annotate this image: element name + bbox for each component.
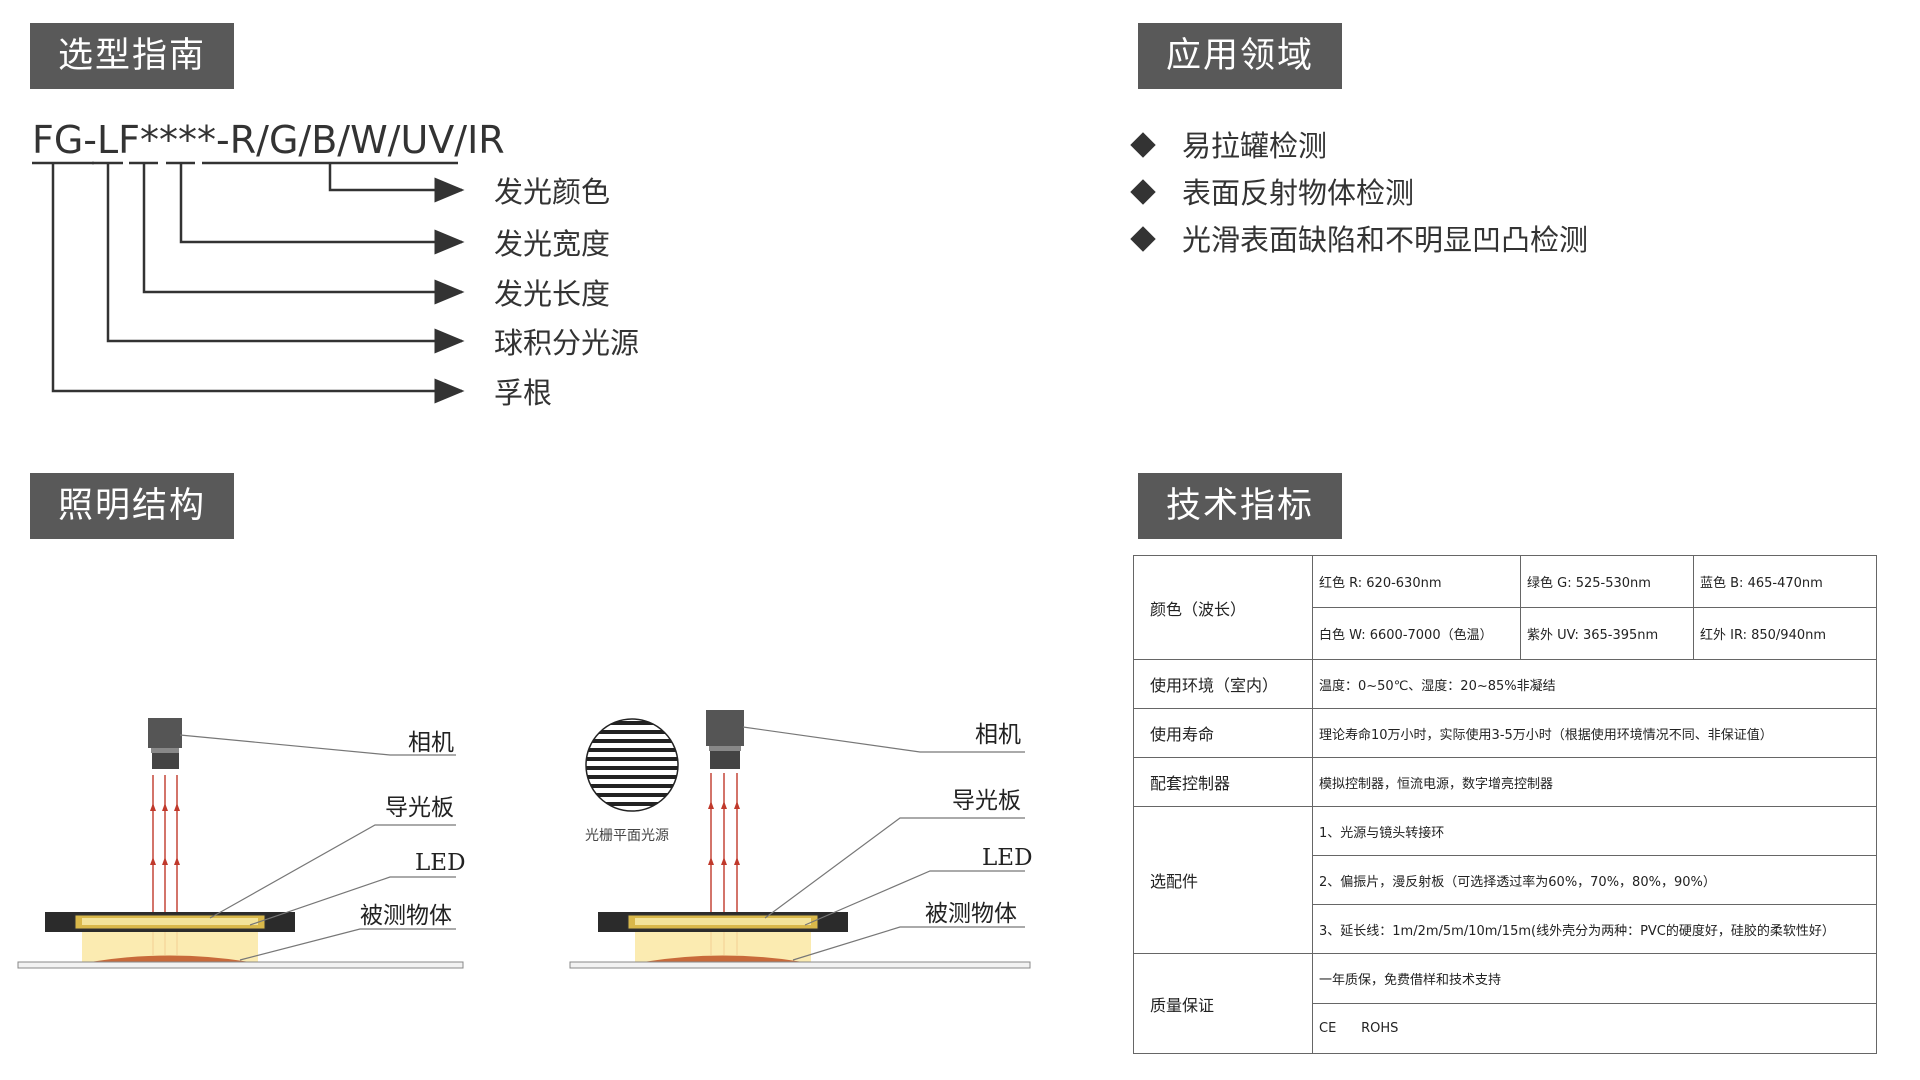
- spec-uv: 紫外 UV: 365-395nm: [1520, 607, 1694, 660]
- section-header-specs: 技术指标: [1138, 473, 1342, 539]
- spec-key-lifetime: 使用寿命: [1133, 708, 1313, 758]
- diamond-bullet-icon: [1130, 179, 1156, 205]
- table-row: 选配件 1、光源与镜头转接环: [1133, 806, 1877, 954]
- spec-table: 颜色（波长） 红色 R: 620-630nm 绿色 G: 525-530nm 蓝…: [1133, 555, 1877, 1054]
- table-row: 使用寿命 理论寿命10万小时，实际使用3-5万小时（根据使用环境情况不同、非保证…: [1133, 708, 1877, 758]
- model-code: FG-LF****-R/G/B/W/UV/IR: [32, 118, 505, 162]
- spec-key-accessories: 选配件: [1133, 806, 1313, 954]
- structure-diagram-left: [17, 718, 464, 969]
- spec-certs: CE ROHS: [1312, 1003, 1877, 1054]
- spec-green: 绿色 G: 525-530nm: [1520, 555, 1694, 608]
- table-row: 颜色（波长） 红色 R: 620-630nm 绿色 G: 525-530nm 蓝…: [1133, 555, 1877, 660]
- table-row: 质量保证 一年质保，免费借样和技术支持: [1133, 953, 1877, 1054]
- application-item: 表面反射物体检测: [1130, 179, 1414, 208]
- diamond-bullet-icon: [1130, 226, 1156, 252]
- legend-color: 发光颜色: [494, 175, 611, 209]
- label-light-guide-left: 导光板: [385, 795, 454, 821]
- label-object-left: 被测物体: [360, 903, 452, 929]
- spec-accessory-3: 3、延长线：1m/2m/5m/10m/15m(线外壳分为两种：PVC的硬度好，硅…: [1312, 904, 1877, 954]
- legend-length: 发光长度: [494, 277, 611, 311]
- spec-lifetime: 理论寿命10万小时，实际使用3-5万小时（根据使用环境情况不同、非保证值）: [1312, 708, 1877, 758]
- section-header-applications: 应用领域: [1138, 23, 1342, 89]
- spec-key-warranty: 质量保证: [1133, 953, 1313, 1054]
- spec-ir: 红外 IR: 850/940nm: [1693, 607, 1877, 660]
- table-row: CE ROHS: [1134, 1003, 1877, 1054]
- label-camera-left: 相机: [408, 730, 454, 756]
- spec-key-color: 颜色（波长）: [1133, 555, 1313, 660]
- label-object-right: 被测物体: [925, 901, 1017, 927]
- table-row: 配套控制器 模拟控制器，恒流电源，数字增亮控制器: [1133, 757, 1877, 807]
- section-header-selection: 选型指南: [30, 23, 234, 89]
- spec-key-controller: 配套控制器: [1133, 757, 1313, 807]
- label-led-left: LED: [415, 850, 466, 876]
- table-row: 使用环境（室内） 温度：0~50℃、湿度：20~85%非凝结: [1133, 659, 1877, 709]
- application-item: 光滑表面缺陷和不明显凹凸检测: [1130, 226, 1588, 255]
- spec-environment: 温度：0~50℃、湿度：20~85%非凝结: [1312, 659, 1877, 709]
- diamond-bullet-icon: [1130, 132, 1156, 158]
- spec-red: 红色 R: 620-630nm: [1312, 555, 1521, 608]
- table-row: 3、延长线：1m/2m/5m/10m/15m(线外壳分为两种：PVC的硬度好，硅…: [1134, 904, 1877, 954]
- label-light-guide-right: 导光板: [952, 788, 1021, 814]
- label-grating-source: 光栅平面光源: [585, 828, 669, 844]
- legend-brand: 孚根: [494, 376, 553, 410]
- spec-blue: 蓝色 B: 465-470nm: [1693, 555, 1877, 608]
- spec-accessory-1: 1、光源与镜头转接环: [1312, 806, 1877, 856]
- application-item: 易拉罐检测: [1130, 132, 1327, 161]
- legend-width: 发光宽度: [494, 227, 611, 261]
- label-led-right: LED: [982, 845, 1033, 871]
- label-camera-right: 相机: [975, 722, 1021, 748]
- spec-accessory-2: 2、偏振片，漫反射板（可选择透过率为60%，70%，80%，90%）: [1312, 855, 1877, 905]
- spec-white: 白色 W: 6600-7000（色温）: [1312, 607, 1521, 660]
- code-legend-lines: [32, 161, 465, 404]
- spec-key-environment: 使用环境（室内）: [1133, 659, 1313, 709]
- section-header-structure: 照明结构: [30, 473, 234, 539]
- spec-warranty: 一年质保，免费借样和技术支持: [1312, 953, 1877, 1004]
- spec-controller: 模拟控制器，恒流电源，数字增亮控制器: [1312, 757, 1877, 807]
- legend-source-type: 球积分光源: [494, 326, 640, 360]
- table-row: 白色 W: 6600-7000（色温） 紫外 UV: 365-395nm 红外 …: [1134, 607, 1877, 660]
- structure-diagram-right: [569, 710, 1031, 969]
